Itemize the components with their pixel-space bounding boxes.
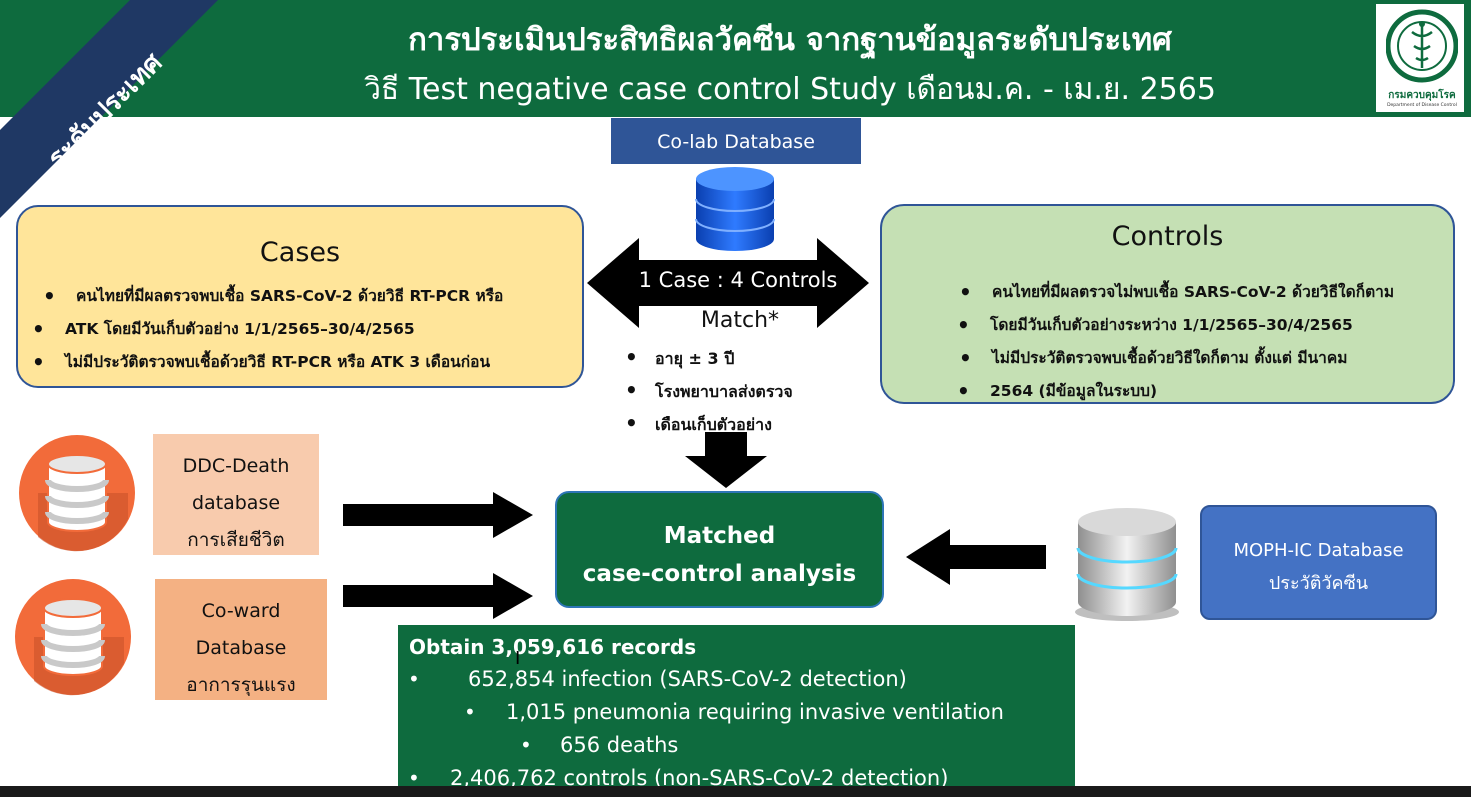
database-orange-icon [15,579,131,696]
page-title: การประเมินประสิทธิผลวัคซีน จากฐานข้อมูลร… [408,22,1172,58]
list-item: คนไทยที่มีผลตรวจพบเชื้อ SARS-CoV-2 ด้วยว… [43,280,576,313]
list-item-continuation: โดยมีวันเก็บตัวอย่างระหว่าง 1/1/2565–30/… [957,309,1452,342]
coward-box: Co-ward Database อาการรุนแรง [155,579,327,700]
match-title: Match* [700,308,780,333]
moph-line2: ประวัติวัคซีน [1268,573,1369,594]
logo-caption: กรมควบคุมโรค [1388,90,1456,101]
matched-analysis-box: Matched case-control analysis [555,491,884,608]
pneumonia-count: 1,015 pneumonia requiring invasive venti… [506,700,1004,724]
corner-ribbon: ระดับประเทศ [0,0,230,230]
database-blue-icon [695,167,775,251]
ministry-seal-icon [1386,9,1458,83]
arrow-right-icon [343,492,533,538]
cases-box: Cases คนไทยที่มีผลตรวจพบเชื้อ SARS-CoV-2… [16,205,584,388]
double-arrow-icon [587,238,869,328]
header-bar [0,0,1471,117]
text-cursor-icon: I [515,648,521,669]
ratio-label: 1 Case : 4 Controls [638,268,838,292]
bottom-bar [0,786,1471,797]
list-item: อายุ ± 3 ปี [625,341,875,375]
infection-count: 652,854 infection (SARS-CoV-2 detection) [468,667,907,691]
controls-box: Controls คนไทยที่มีผลตรวจไม่พบเชื้อ SARS… [880,204,1455,408]
arrow-left-icon [906,529,1046,585]
coward-line3: อาการรุนแรง [186,674,296,696]
coward-line1: Co-ward [201,600,281,622]
moph-line1: MOPH-IC Database [1233,540,1404,561]
list-item: ไม่มีประวัติตรวจพบเชื้อด้วยวิธีใดก็ตาม ต… [959,342,1452,375]
list-item: คนไทยที่มีผลตรวจไม่พบเชื้อ SARS-CoV-2 ด้… [959,276,1452,309]
bullet: • [408,667,420,691]
obtain-title: Obtain 3,059,616 records [409,635,697,659]
list-item-continuation: ATK โดยมีวันเก็บตัวอย่าง 1/1/2565–30/4/2… [32,313,576,346]
controls-title: Controls [1111,221,1224,252]
controls-bullets: คนไทยที่มีผลตรวจไม่พบเชื้อ SARS-CoV-2 ด้… [957,276,1452,408]
list-item-continuation: 2564 (มีข้อมูลในระบบ) [957,375,1452,408]
logo-subcaption: Department of Disease Control [1387,103,1457,108]
matched-line1: Matched [663,523,776,549]
page-subtitle: วิธี Test negative case control Study เด… [364,72,1216,107]
list-item: ไม่มีประวัติตรวจพบเชื้อด้วยวิธี RT-PCR ห… [32,346,576,379]
ddc-line1: DDC-Death [182,455,290,477]
ddc-death-box: DDC-Death database การเสียชีวิต [153,434,319,555]
list-item: เดือนเก็บตัวอย่าง [625,407,875,441]
obtain-records-box: Obtain 3,059,616 records • 652,854 infec… [398,625,1075,797]
matched-line2: case-control analysis [582,561,857,587]
bullet: • [520,733,532,757]
ddc-line3: การเสียชีวิต [187,529,285,551]
moph-ic-box: MOPH-IC Database ประวัติวัคซีน [1200,505,1437,620]
cases-bullets: คนไทยที่มีผลตรวจพบเชื้อ SARS-CoV-2 ด้วยว… [32,280,576,379]
cases-title: Cases [259,237,341,268]
deaths-count: 656 deaths [560,733,679,757]
match-criteria: อายุ ± 3 ปี โรงพยาบาลส่งตรวจ เดือนเก็บตั… [625,341,875,441]
coward-line2: Database [195,637,287,659]
ddc-line2: database [191,492,281,514]
bullet: • [464,700,476,724]
colab-database-label: Co-lab Database [611,118,861,164]
bullet: • [408,766,420,790]
ministry-logo: กรมควบคุมโรค Department of Disease Contr… [1374,2,1466,114]
arrow-right-icon [343,573,533,619]
list-item: โรงพยาบาลส่งตรวจ [625,374,875,408]
arrow-down-icon [685,432,767,488]
database-orange-icon [19,435,135,552]
database-silver-icon [1075,508,1179,621]
